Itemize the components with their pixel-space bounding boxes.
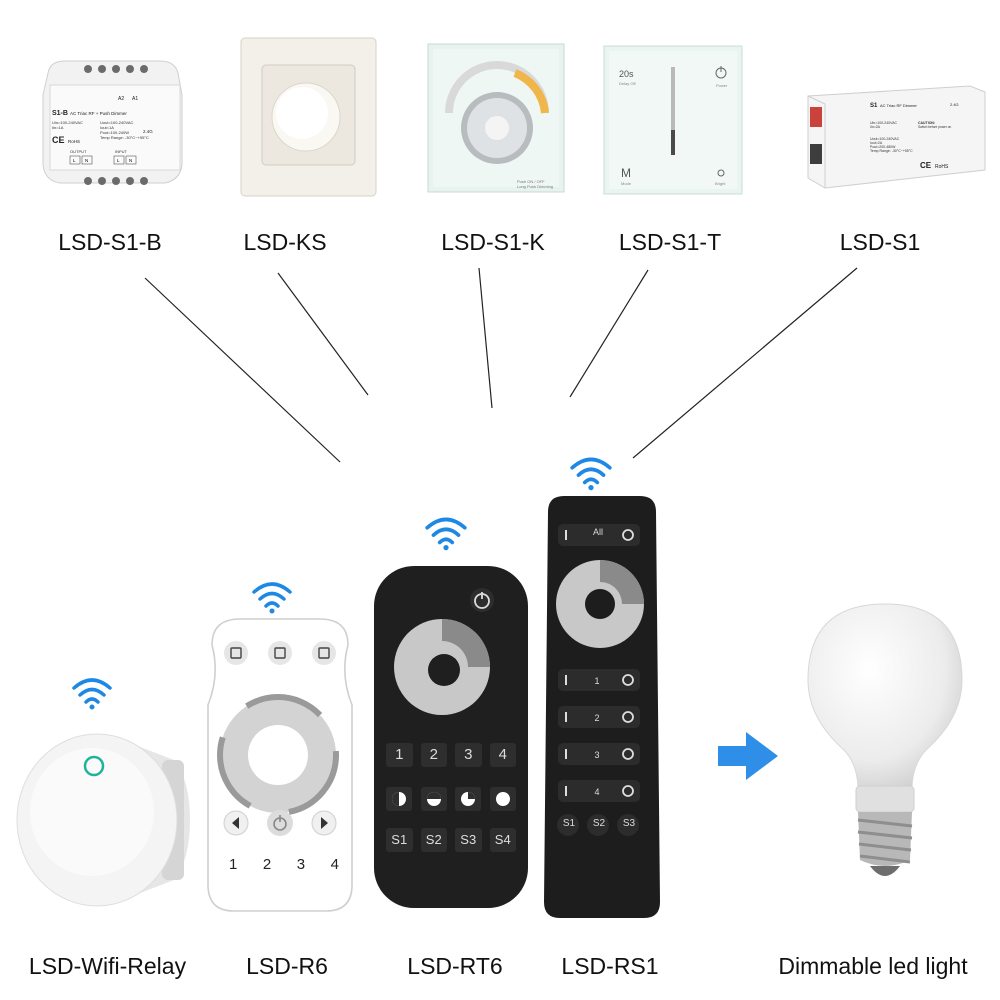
s1b-spec6: Temp Range: -30°C~+55°C <box>100 135 149 140</box>
lsd-r6-image <box>207 618 353 912</box>
r6-zone-4-button[interactable]: 4 <box>330 856 339 873</box>
lsd-rs1-image <box>544 496 660 918</box>
status-led-icon <box>83 755 105 777</box>
label-lsd-r6: LSD-R6 <box>246 953 328 979</box>
label-lsd-wifi-relay: LSD-Wifi-Relay <box>28 953 187 979</box>
rt6-scene-4-button[interactable]: S4 <box>489 828 516 852</box>
connector-line-s1 <box>632 267 858 459</box>
s1b-pin-1: L <box>73 158 76 163</box>
rt6-zone-4-button[interactable]: 4 <box>489 743 516 767</box>
rs1-zone-4-button[interactable]: 4 <box>594 787 600 797</box>
r6-zone-3-button[interactable]: 3 <box>296 856 306 873</box>
s1-spec6: Temp Range: -30°C~+55°C <box>870 149 913 153</box>
connector-line-s1-t <box>569 269 649 398</box>
lsd-wifi-relay-image <box>16 733 190 907</box>
s1b-term-a2: A2 <box>118 96 124 102</box>
s1b-spec4: Iout=1A <box>100 125 114 130</box>
rt6-zone-2-button[interactable]: 2 <box>420 743 447 767</box>
wifi-icon <box>570 457 612 491</box>
lsd-s1-t-image: 20s Delay Off Power M Mode Bright <box>603 45 743 195</box>
r6-zone-2-button[interactable]: 2 <box>262 856 272 873</box>
s1-subtitle: AC Triac RF Dimmer <box>880 103 918 108</box>
s1b-output: OUTPUT <box>70 149 87 154</box>
lsd-s1-k-image: Push ON / OFF Long Push Dimming <box>427 43 565 193</box>
s1b-subtitle: AC Triac RF + Push Dimmer <box>70 111 127 116</box>
connector-line-ks <box>277 272 369 396</box>
rs1-all-button[interactable]: All <box>592 527 603 537</box>
s1-spec5: Pout=200-480W <box>870 145 896 149</box>
s1b-spec2: Iin=1A <box>52 125 64 130</box>
label-lsd-s1-b: LSD-S1-B <box>58 229 162 255</box>
s1b-pin-2: N <box>85 158 88 163</box>
led-bulb-image <box>807 603 963 876</box>
label-lsd-ks: LSD-KS <box>243 229 327 255</box>
s1b-spec3: Uout=100-240VAC <box>100 120 134 125</box>
connector-line-s1-b <box>144 277 341 463</box>
s1-ce: CE <box>920 161 932 170</box>
s1b-spec1: Uin=100-240VAC <box>52 120 83 125</box>
label-lsd-rs1: LSD-RS1 <box>561 953 659 979</box>
connector-line-s1-k <box>478 267 493 409</box>
s1-spec3: Uout=100-240VAC <box>870 137 900 141</box>
rt6-zone-1-button[interactable]: 1 <box>386 743 413 767</box>
label-lsd-rt6: LSD-RT6 <box>407 953 503 979</box>
arrow-right-icon <box>718 732 778 780</box>
s1b-title: S1-B <box>52 110 68 117</box>
s1t-delay-caption: Delay Off <box>619 81 636 86</box>
s1b-spec5: Pout=100-240W <box>100 130 129 135</box>
rt6-scene-3-button[interactable]: S3 <box>455 828 482 852</box>
r6-zone-row: 1 2 3 4 <box>229 856 339 873</box>
s1b-pin-3: L <box>117 158 120 163</box>
rs1-scene-3-button[interactable]: S3 <box>622 818 636 829</box>
s1b-input: INPUT <box>115 149 128 154</box>
s1k-caption: Push ON / OFF <box>517 179 545 184</box>
r6-zone-1-button[interactable]: 1 <box>229 856 238 873</box>
rt6-scene-2-button[interactable]: S2 <box>420 828 447 852</box>
label-lsd-s1: LSD-S1 <box>839 229 921 255</box>
s1-spec2: Iin=2A <box>870 125 881 129</box>
rs1-scene-2-button[interactable]: S2 <box>592 818 606 829</box>
wifi-icon <box>252 582 292 614</box>
s1b-pin-4: N <box>129 158 132 163</box>
lsd-rt6-image <box>374 566 528 908</box>
rt6-scene-grid: S1 S2 S3 S4 <box>386 828 516 852</box>
label-lsd-s1-t: LSD-S1-T <box>618 229 722 255</box>
s1t-mode: M <box>621 166 631 180</box>
s1b-freq: 2.4G <box>143 129 153 134</box>
s1-spec1: Uin=100-240VAC <box>870 121 898 125</box>
rt6-zone-grid: 1 2 3 4 <box>386 743 516 767</box>
s1b-term-a1: A1 <box>132 96 138 102</box>
s1-rohs: RoHS <box>935 164 949 170</box>
lsd-s1-b-image: S1-B AC Triac RF + Push Dimmer Uin=100-2… <box>42 60 183 185</box>
label-lsd-s1-k: LSD-S1-K <box>441 229 545 255</box>
wifi-icon <box>425 517 467 551</box>
lsd-s1-image: S1 AC Triac RF Dimmer 2.4G Uin=100-240VA… <box>807 85 986 189</box>
s1-caution: CAUTION: <box>918 121 935 125</box>
lsd-ks-image <box>240 37 377 197</box>
rs1-zone-1-button[interactable]: 1 <box>594 676 600 686</box>
rs1-zone-3-button[interactable]: 3 <box>594 750 600 760</box>
wifi-icon <box>72 678 112 710</box>
rt6-scene-1-button[interactable]: S1 <box>386 828 413 852</box>
rs1-scene-1-button[interactable]: S1 <box>562 818 576 829</box>
label-dimmable-led-light: Dimmable led light <box>778 953 968 979</box>
rs1-zone-2-button[interactable]: 2 <box>594 713 600 723</box>
s1-spec4: Iout=2A <box>870 141 883 145</box>
s1k-caption2: Long Push Dimming <box>517 184 553 189</box>
s1t-power-caption: Power <box>716 83 728 88</box>
rt6-cct-buttons <box>386 787 516 811</box>
s1-title: S1 <box>870 103 878 109</box>
s1b-ce: CE <box>52 135 65 145</box>
s1t-mode-caption: Mode <box>621 181 632 186</box>
rt6-zone-3-button[interactable]: 3 <box>455 743 482 767</box>
s1t-bright-caption: Bright <box>715 181 726 186</box>
s1-caution-text: Switch before power on <box>918 125 952 129</box>
s1t-delay: 20s <box>619 69 634 79</box>
s1-freq: 2.4G <box>950 102 959 107</box>
s1b-rohs: RoHS <box>68 139 80 144</box>
